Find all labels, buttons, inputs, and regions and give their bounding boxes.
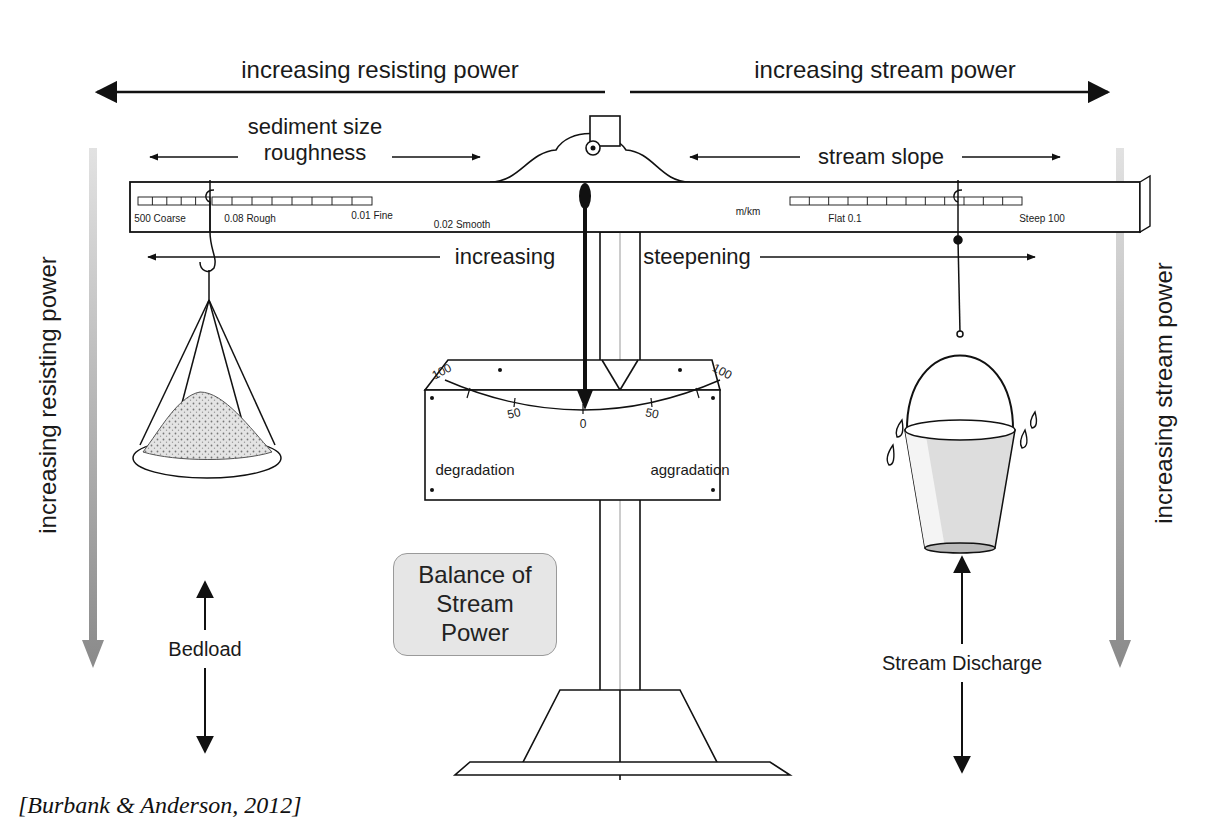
- direction-label: increasing stream power: [1151, 262, 1177, 523]
- direction-label: increasing resisting power: [241, 57, 518, 83]
- axis-label: sediment size roughness: [225, 114, 405, 167]
- gauge-number: 50: [644, 406, 660, 422]
- axis-label: stream slope: [818, 145, 944, 169]
- direction-label: increasing resisting power: [35, 256, 61, 533]
- scale-label: 0.02 Smooth: [434, 219, 491, 230]
- discharge-label: Stream Discharge: [882, 652, 1042, 674]
- scale-label: m/km: [736, 206, 760, 217]
- water-bucket: [887, 180, 1036, 553]
- gauge-label: degradation: [435, 462, 514, 479]
- bedload-pan: [133, 180, 281, 478]
- scale-label: Steep 100: [1019, 213, 1065, 224]
- gauge-label: aggradation: [650, 462, 729, 479]
- citation-caption: [Burbank & Anderson, 2012]: [18, 792, 302, 819]
- gauge: [425, 360, 720, 500]
- bedload-label: Bedload: [168, 638, 241, 660]
- top-arrows: [97, 92, 1108, 93]
- scale-label: 0.01 Fine: [351, 210, 393, 221]
- gauge-number: 0: [580, 418, 587, 431]
- gauge-number: 50: [506, 406, 522, 422]
- stand: [455, 232, 790, 780]
- scale-label: Flat 0.1: [828, 213, 861, 224]
- direction-label: increasing stream power: [754, 57, 1015, 83]
- scale-label: 500 Coarse: [134, 213, 186, 224]
- title-box: Balance of Stream Power: [393, 553, 557, 656]
- axis-label: steepening: [643, 245, 751, 269]
- flux-arrows: [205, 557, 962, 772]
- needle: [577, 183, 593, 410]
- box-title: Balance of Stream Power: [403, 561, 547, 647]
- axis-label: increasing: [455, 245, 555, 269]
- scale-label: 0.08 Rough: [224, 213, 276, 224]
